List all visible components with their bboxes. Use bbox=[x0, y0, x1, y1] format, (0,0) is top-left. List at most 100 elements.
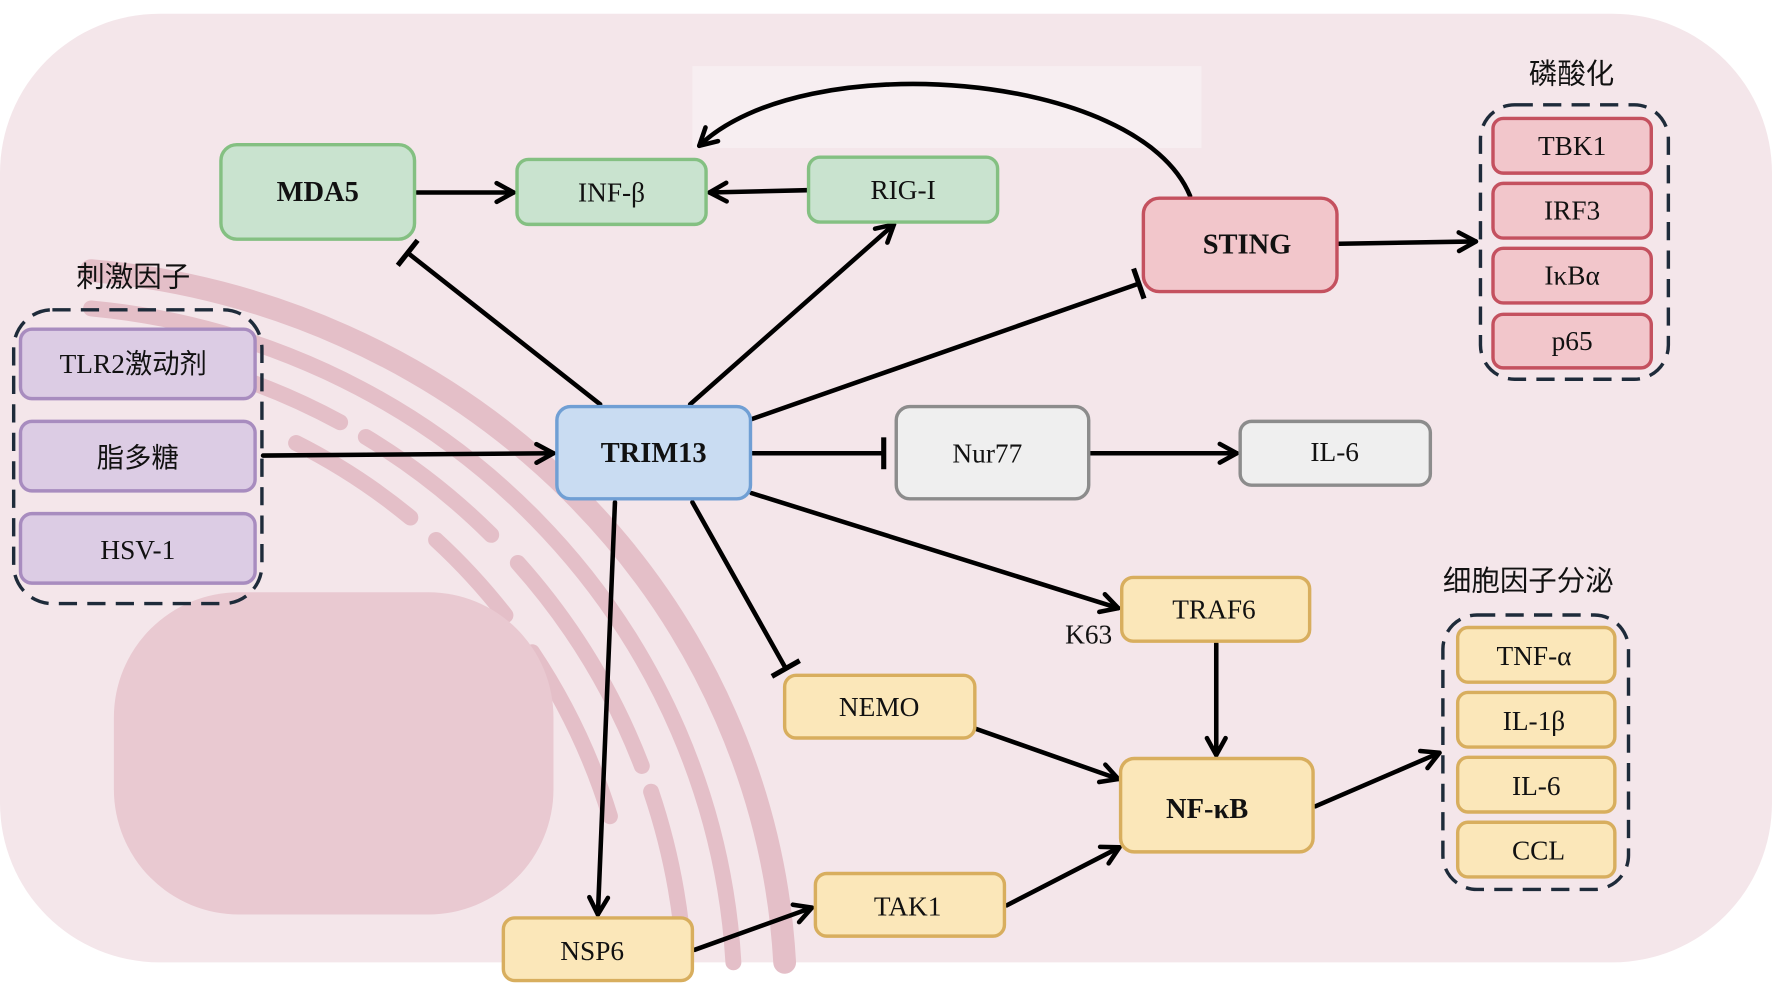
arrowhead bbox=[587, 894, 611, 917]
group-border bbox=[1441, 613, 1631, 892]
arrowhead bbox=[494, 180, 516, 205]
node-box bbox=[555, 404, 753, 501]
node-box bbox=[813, 871, 1007, 938]
phosphorylated-item: IκBα bbox=[1544, 261, 1599, 291]
node-box bbox=[515, 157, 708, 227]
inhibition-bar bbox=[770, 658, 801, 679]
node-box bbox=[219, 142, 417, 241]
node-il6: IL-6 bbox=[1238, 419, 1433, 487]
phosphorylation-group-label: 磷酸化 bbox=[1529, 59, 1614, 91]
node-label: TAK1 bbox=[874, 892, 942, 922]
edge-sting-to-phosphorylation bbox=[1336, 239, 1479, 247]
node-sting: STING bbox=[1141, 196, 1339, 294]
stimuli-group-label: 刺激因子 bbox=[76, 261, 190, 293]
nucleus bbox=[113, 592, 554, 915]
arrowhead bbox=[707, 180, 729, 204]
arrowhead bbox=[1217, 441, 1240, 465]
arrowhead bbox=[1204, 735, 1228, 758]
node-label: IL-6 bbox=[1310, 437, 1359, 467]
phosphorylated-item: p65 bbox=[1552, 326, 1593, 356]
arrowhead bbox=[790, 902, 815, 925]
node-mda5: MDA5 bbox=[219, 142, 417, 241]
node-box bbox=[1455, 755, 1617, 814]
node-label: NF-κB bbox=[1166, 794, 1248, 825]
arrowhead bbox=[534, 441, 556, 466]
node-label: NSP6 bbox=[560, 936, 624, 966]
node-tak1: TAK1 bbox=[813, 871, 1007, 938]
node-inf-beta: INF-β bbox=[515, 157, 708, 227]
node-label: STING bbox=[1203, 229, 1292, 260]
edge-nfkb-to-cytokines bbox=[1313, 750, 1442, 809]
node-label: Nur77 bbox=[952, 438, 1022, 468]
node-box bbox=[1455, 690, 1617, 749]
arrowhead bbox=[696, 125, 721, 149]
node-box bbox=[1491, 116, 1653, 175]
node-nur77: Nur77 bbox=[894, 404, 1091, 501]
node-label: RIG-I bbox=[870, 175, 935, 205]
node-box bbox=[782, 673, 977, 740]
edge-stimuli-to-trim13 bbox=[260, 451, 556, 458]
node-label: INF-β bbox=[578, 177, 645, 207]
node-label: MDA5 bbox=[277, 177, 359, 208]
edge-trim13-inhibits-mda5 bbox=[405, 250, 603, 407]
stimulus-item: 脂多糖 bbox=[97, 443, 179, 473]
node-box bbox=[1238, 419, 1433, 487]
arrowhead bbox=[1097, 591, 1121, 615]
curve-backdrop bbox=[692, 66, 1202, 149]
node-box bbox=[1455, 820, 1617, 879]
edge-rig-i-to-inf-beta bbox=[707, 187, 810, 195]
node-box bbox=[18, 419, 257, 493]
node-nsp6: NSP6 bbox=[501, 916, 695, 983]
phosphorylation-group: 磷酸化 TBK1 IRF3 IκBα p65 bbox=[1478, 59, 1671, 381]
stimulus-item: TLR2激动剂 bbox=[60, 349, 207, 379]
node-box bbox=[1118, 756, 1315, 854]
edge-trim13-inhibits-sting bbox=[749, 281, 1142, 422]
edges bbox=[260, 81, 1479, 953]
node-box bbox=[18, 511, 257, 585]
node-box bbox=[1455, 625, 1617, 684]
arrowhead bbox=[1097, 844, 1122, 866]
phosphorylated-item: IRF3 bbox=[1544, 196, 1600, 226]
node-trim13: TRIM13 bbox=[555, 404, 753, 501]
node-nemo: NEMO bbox=[782, 673, 977, 740]
node-box bbox=[1491, 246, 1653, 305]
stimulus-item: HSV-1 bbox=[100, 535, 175, 565]
er-arc bbox=[128, 343, 693, 971]
group-border bbox=[1478, 103, 1671, 381]
node-box bbox=[1141, 196, 1339, 294]
node-box bbox=[894, 404, 1091, 501]
edge-nemo-to-nfkb bbox=[973, 726, 1121, 782]
edge-trim13-to-traf6 bbox=[749, 490, 1121, 611]
node-box bbox=[1491, 312, 1653, 370]
group-border bbox=[11, 308, 264, 606]
cytokine-group: 细胞因子分泌 TNF-α IL-1β IL-6 CCL bbox=[1441, 565, 1631, 892]
node-nfkb: NF-κB bbox=[1118, 756, 1315, 854]
node-box bbox=[18, 327, 257, 401]
cytokine-item: CCL bbox=[1512, 836, 1565, 866]
inhibition-bar bbox=[1131, 267, 1147, 300]
inhibition-bar bbox=[395, 238, 420, 267]
edge-trim13-to-rig-i bbox=[687, 222, 897, 407]
arrowhead bbox=[1096, 762, 1121, 785]
node-box bbox=[501, 916, 695, 983]
node-rig-i: RIG-I bbox=[806, 155, 1000, 224]
node-box bbox=[1491, 181, 1653, 240]
node-label: NEMO bbox=[839, 692, 919, 722]
edge-trim13-to-nsp6 bbox=[595, 499, 618, 917]
stimuli-group: 刺激因子 TLR2激动剂 脂多糖 HSV-1 bbox=[11, 261, 264, 606]
arrowhead bbox=[1417, 748, 1442, 771]
edge-sting-to-inf-beta bbox=[696, 81, 1193, 199]
edge-tak1-to-nfkb bbox=[1004, 845, 1122, 908]
cytokine-group-label: 细胞因子分泌 bbox=[1443, 565, 1614, 597]
cytokine-item: IL-6 bbox=[1512, 771, 1561, 801]
node-box bbox=[806, 155, 1000, 224]
phosphorylated-item: TBK1 bbox=[1538, 131, 1606, 161]
arrowhead bbox=[872, 222, 897, 245]
node-traf6: TRAF6 bbox=[1120, 575, 1312, 643]
node-label: TRAF6 bbox=[1172, 594, 1256, 624]
arrowhead bbox=[1456, 230, 1479, 254]
cytokine-item: TNF-α bbox=[1496, 641, 1571, 671]
node-box bbox=[1120, 575, 1312, 643]
cytokine-item: IL-1β bbox=[1503, 706, 1565, 736]
